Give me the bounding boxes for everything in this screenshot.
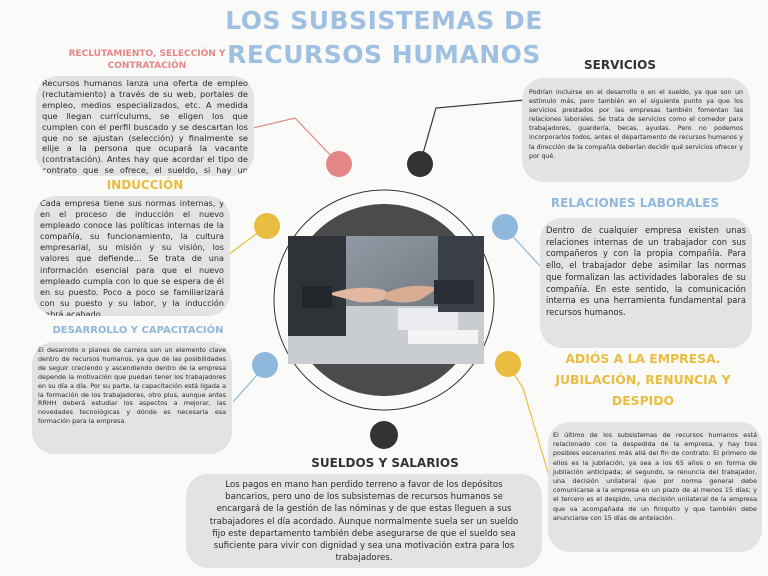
yellow-dot-right bbox=[495, 351, 521, 377]
heading-reclutamiento: RECLUTAMIENTO, SELECCIÓN Y CONTRATACIÓN bbox=[68, 49, 226, 71]
heading-adios: ADIÓS A LA EMPRESA. JUBILACIÓN, RENUNCIA… bbox=[555, 351, 731, 408]
text-reclutamiento: Recursos humanos lanza una oferta de emp… bbox=[36, 76, 254, 176]
page-title: LOS SUBSISTEMAS DE RECURSOS HUMANOS bbox=[225, 6, 543, 69]
blue-dot-left bbox=[252, 352, 278, 378]
line-servicios bbox=[419, 99, 526, 165]
text-relaciones: Dentro de cualquier empresa existen unas… bbox=[540, 218, 752, 348]
heading-sueldos: SUELDOS Y SALARIOS bbox=[311, 456, 459, 470]
heading-induccion: INDUCCIÓN bbox=[106, 178, 184, 192]
pink-dot bbox=[326, 151, 352, 177]
heading-servicios: SERVICIOS bbox=[584, 58, 656, 72]
dark-dot-bottom bbox=[370, 421, 398, 449]
heading-desarrollo: DESARROLLO Y CAPACITACIÓN bbox=[52, 325, 224, 336]
text-desarrollo: El desarrollo o planes de carrera son un… bbox=[32, 342, 232, 454]
yellow-dot-left bbox=[254, 213, 280, 239]
text-adios: El último de los subsistemas de recursos… bbox=[548, 422, 762, 552]
heading-relaciones: RELACIONES LABORALES bbox=[550, 196, 720, 210]
text-sueldos: Los pagos en mano han perdido terreno a … bbox=[186, 474, 542, 568]
blue-dot-right bbox=[492, 214, 518, 240]
text-induccion: Cada empresa tiene sus normas internas, … bbox=[34, 196, 230, 316]
text-servicios: Podrían incluirse en el desarrollo o en … bbox=[522, 78, 750, 182]
line-reclutamiento bbox=[252, 117, 336, 161]
dark-dot-top bbox=[407, 151, 433, 177]
handshake-photo bbox=[288, 236, 484, 364]
outer-ring bbox=[273, 189, 495, 411]
handshake-illustration bbox=[288, 236, 484, 364]
